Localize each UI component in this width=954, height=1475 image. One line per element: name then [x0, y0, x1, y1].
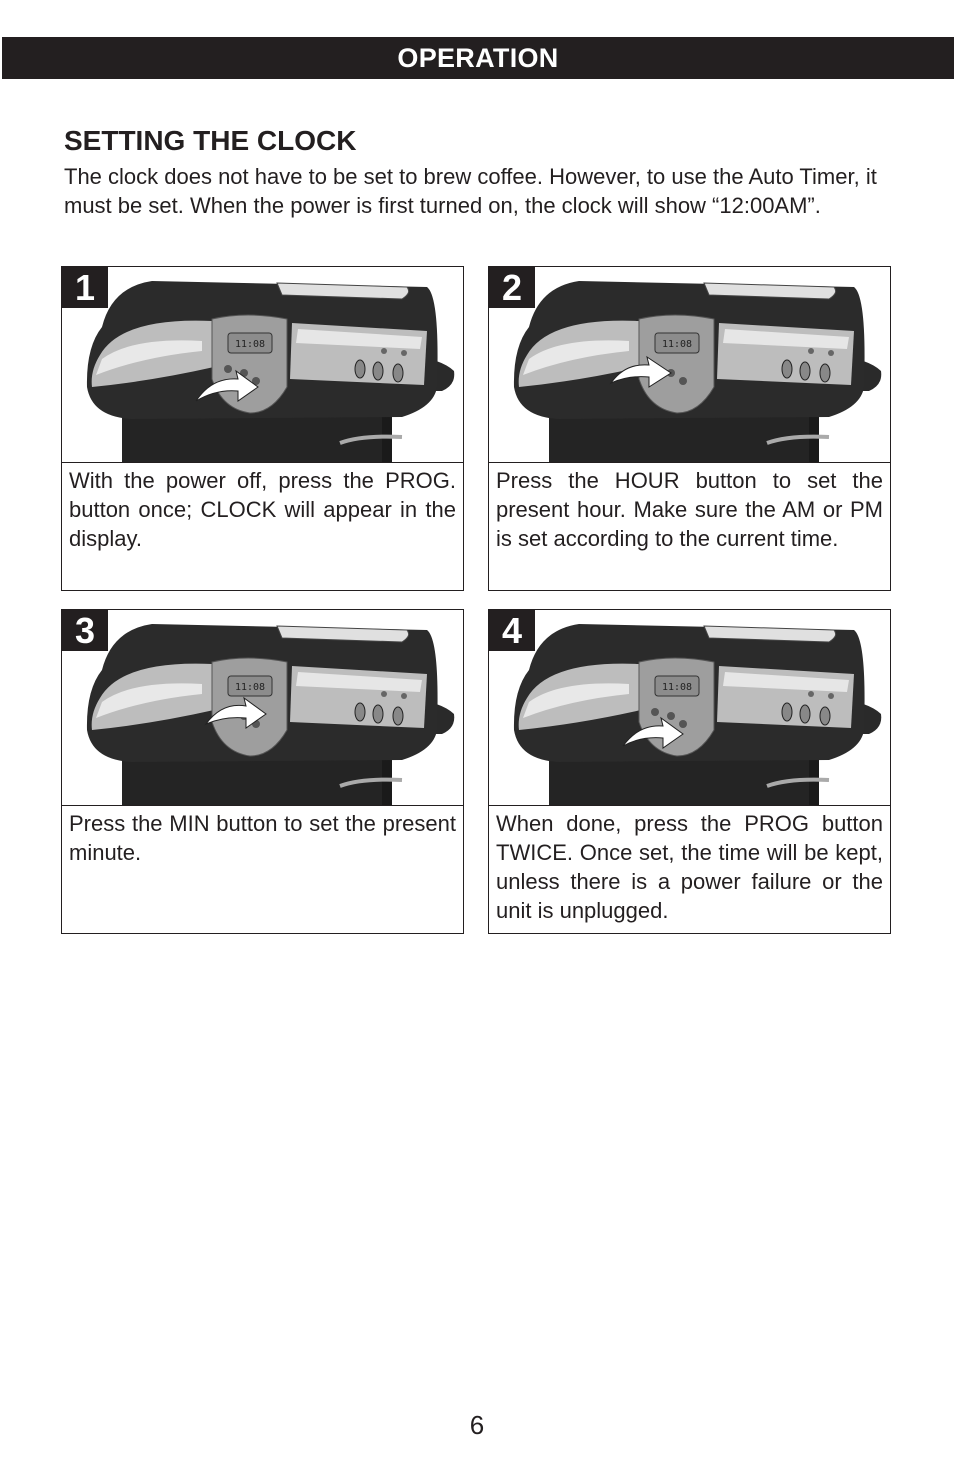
step-text-1: With the power off, press the PROG. butt…	[69, 468, 456, 551]
coffee-maker-illustration: 11:08	[513, 624, 882, 805]
page-number: 6	[469, 1410, 485, 1440]
step-number-2: 2	[489, 267, 535, 308]
step-number-4: 4	[489, 610, 535, 651]
press-arrow-icon	[204, 696, 267, 729]
press-arrow-icon	[622, 716, 684, 749]
coffee-maker-illustration: 11:08	[86, 281, 455, 462]
step-number-1: 1	[62, 267, 108, 308]
step-text-2: Press the HOUR button to set the present…	[496, 468, 883, 551]
step-text-4: When done, press the PROG button TWICE. …	[496, 811, 883, 923]
press-arrow-icon	[195, 369, 259, 402]
step-illustration-2: 2 11:08	[489, 267, 890, 463]
step-panel-1: 1 11:08 With the power off, pres	[61, 266, 464, 591]
step-text-3: Press the MIN button to set the present …	[69, 811, 456, 865]
step-number-3: 3	[62, 610, 108, 651]
step-illustration-4: 4 11:08	[489, 610, 890, 806]
banner-title: OPERATION	[397, 42, 559, 73]
coffee-maker-illustration: 11:08	[513, 281, 882, 462]
intro-paragraph: The clock does not have to be set to bre…	[64, 164, 877, 218]
clock-display: 11:08	[662, 339, 692, 350]
press-arrow-icon	[609, 355, 672, 388]
step-panel-3: 3 11:08 Press the MIN button to	[61, 609, 464, 934]
clock-display: 11:08	[662, 682, 692, 693]
step-illustration-1: 1 11:08	[62, 267, 463, 463]
step-panel-2: 2 11:08 Press the HOUR button to	[488, 266, 891, 591]
coffee-maker-illustration: 11:08	[86, 624, 455, 805]
step-illustration-3: 3 11:08	[62, 610, 463, 806]
clock-display: 11:08	[235, 682, 265, 693]
section-banner: OPERATION	[2, 37, 954, 79]
step-panel-4: 4 11:08 When done, press the PRO	[488, 609, 891, 934]
section-title: SETTING THE CLOCK	[64, 125, 357, 156]
clock-display: 11:08	[235, 339, 265, 350]
